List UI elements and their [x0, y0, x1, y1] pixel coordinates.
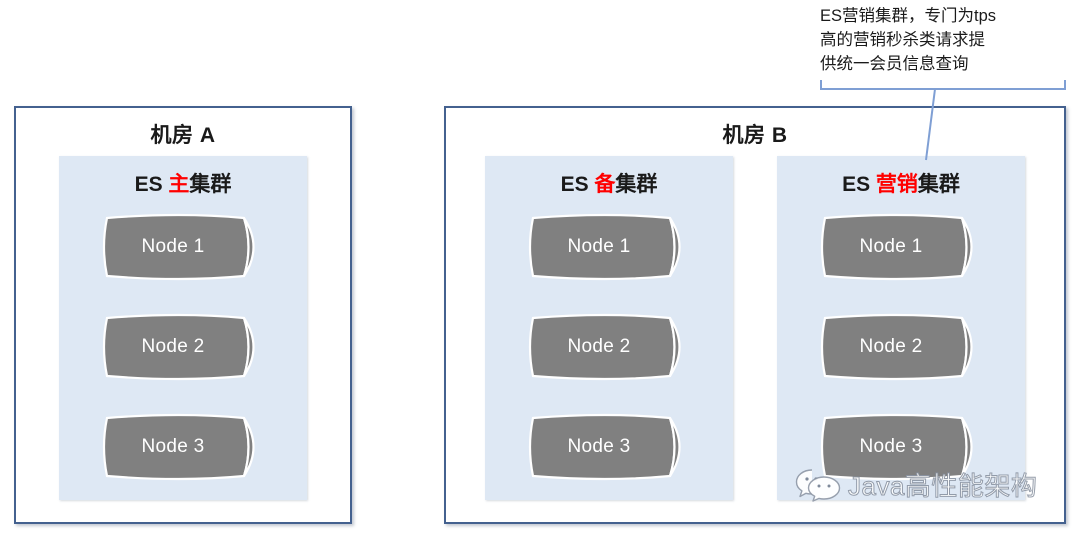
cluster-marketing: ES 营销集群 Node 1 Node — [777, 156, 1025, 500]
annotation-leader — [820, 80, 1066, 161]
room-b-cluster-list: ES 备集群 Node 1 Node 2 — [446, 156, 1064, 500]
cylinder-shape — [102, 313, 254, 381]
node-cylinder: Node 1 — [527, 212, 692, 282]
cluster-marketing-title-highlight: 营销 — [875, 173, 918, 196]
cluster-backup-title-suffix: 集群 — [615, 173, 658, 196]
node-cylinder: Node 1 — [101, 212, 266, 282]
cluster-primary-title-prefix: ES — [134, 173, 169, 196]
cylinder-shape — [820, 413, 972, 481]
cylinder-shape — [102, 413, 254, 481]
cluster-marketing-title-prefix: ES — [842, 173, 876, 196]
cluster-backup-title-highlight: 备 — [594, 173, 616, 196]
cluster-marketing-title-suffix: 集群 — [917, 173, 960, 196]
cluster-marketing-title: ES 营销集群 — [842, 168, 960, 198]
cluster-primary-title: ES 主集群 — [135, 168, 232, 198]
room-b-container: 机房 B ES 备集群 Node 1 — [444, 106, 1066, 524]
room-b-title: 机房 B — [722, 124, 788, 147]
cylinder-shape — [528, 413, 680, 481]
cluster-backup-title-prefix: ES — [560, 173, 595, 196]
annotation-line-2: 高的营销秒杀类请求提 — [820, 31, 985, 49]
cylinder-shape — [528, 213, 680, 281]
node-cylinder: Node 3 — [527, 412, 692, 482]
room-a-container: 机房 A ES 主集群 Node 1 — [14, 106, 352, 524]
cluster-primary: ES 主集群 Node 1 Node 2 — [59, 156, 307, 500]
cluster-marketing-nodes: Node 1 Node 2 Node — [819, 212, 984, 482]
cluster-backup-title: ES 备集群 — [561, 168, 658, 198]
cluster-backup-nodes: Node 1 Node 2 Node — [527, 212, 692, 482]
node-cylinder: Node 1 — [819, 212, 984, 282]
room-a-cluster-list: ES 主集群 Node 1 Node 2 — [16, 156, 350, 500]
annotation-line-3: 供统一会员信息查询 — [820, 55, 969, 73]
annotation-callout: ES营销集群，专门为tps 高的营销秒杀类请求提供统一会员信息查询 — [820, 4, 1066, 76]
cylinder-shape — [820, 213, 972, 281]
cluster-primary-title-suffix: 集群 — [189, 173, 232, 196]
cylinder-shape — [528, 313, 680, 381]
node-cylinder: Node 2 — [101, 312, 266, 382]
cylinder-shape — [102, 213, 254, 281]
cylinder-shape — [820, 313, 972, 381]
node-cylinder: Node 2 — [527, 312, 692, 382]
room-a-title: 机房 A — [150, 124, 216, 147]
cluster-primary-title-highlight: 主 — [168, 173, 190, 196]
node-cylinder: Node 3 — [101, 412, 266, 482]
annotation-text: ES营销集群，专门为tps 高的营销秒杀类请求提供统一会员信息查询 — [820, 4, 1066, 76]
node-cylinder: Node 2 — [819, 312, 984, 382]
cluster-backup: ES 备集群 Node 1 Node 2 — [485, 156, 733, 500]
cluster-primary-nodes: Node 1 Node 2 Node — [101, 212, 266, 482]
node-cylinder: Node 3 — [819, 412, 984, 482]
annotation-line-1: ES营销集群，专门为tps — [820, 7, 997, 25]
